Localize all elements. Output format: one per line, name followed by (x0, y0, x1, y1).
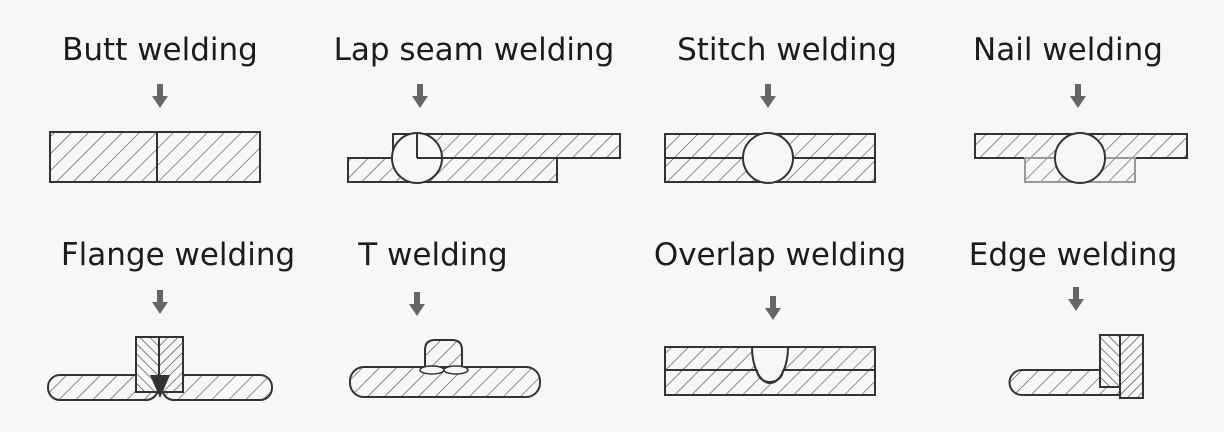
label-flange-welding: Flange welding (61, 237, 295, 273)
down-arrow-icon (765, 296, 781, 320)
label-edge-welding: Edge welding (969, 237, 1178, 273)
down-arrow-icon (1068, 287, 1084, 311)
down-arrow-icon (152, 84, 168, 108)
label-nail-welding: Nail welding (973, 32, 1163, 68)
label-overlap-welding: Overlap welding (654, 237, 906, 273)
label-lap-seam-welding: Lap seam welding (334, 32, 615, 68)
label-stitch-welding: Stitch welding (677, 32, 897, 68)
lap-seam-welding-joint (347, 132, 621, 184)
down-arrow-icon (1070, 84, 1086, 108)
flange-welding-joint (47, 336, 273, 401)
label-butt-welding: Butt welding (62, 32, 258, 68)
edge-welding-joint (1008, 334, 1144, 399)
label-t-welding: T welding (357, 237, 507, 273)
t-welding-joint (349, 339, 541, 398)
butt-welding-joint (49, 131, 261, 183)
nail-welding-joint (974, 132, 1188, 184)
down-arrow-icon (412, 84, 428, 108)
overlap-welding-joint (664, 346, 876, 396)
down-arrow-icon (409, 292, 425, 316)
down-arrow-icon (760, 84, 776, 108)
down-arrow-icon (152, 290, 168, 314)
stitch-welding-joint (664, 132, 876, 184)
